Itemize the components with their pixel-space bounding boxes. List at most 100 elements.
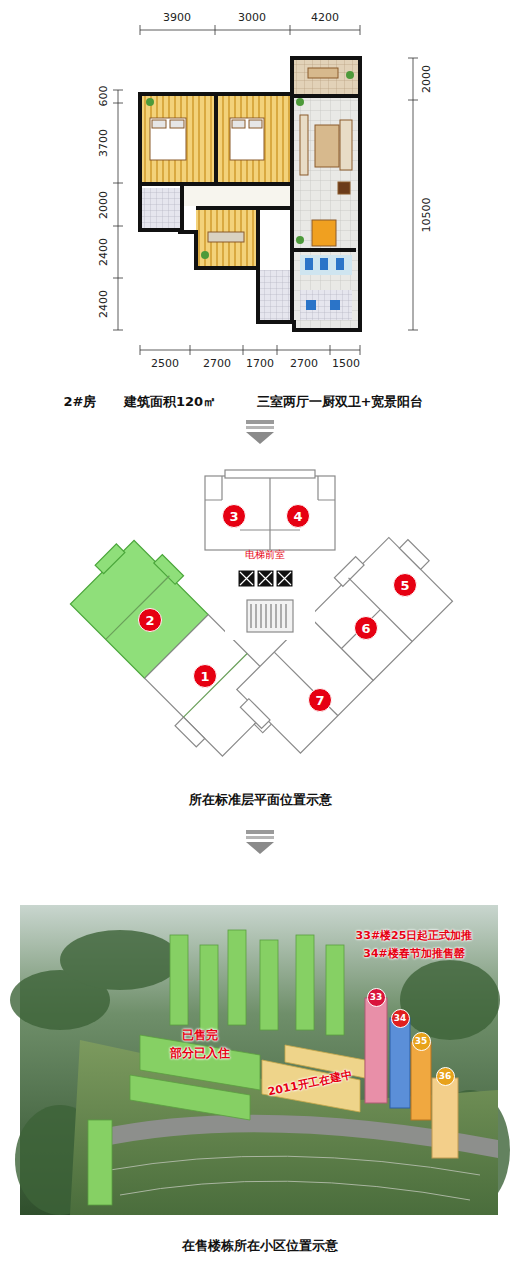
unit-number: 6	[354, 616, 378, 640]
floor-plan	[315, 125, 339, 167]
dimension-label: 2400	[98, 290, 111, 318]
number-text: 1	[200, 670, 209, 683]
unit-number: 2	[138, 608, 162, 632]
floor-layout	[205, 476, 335, 550]
floor-layout	[238, 570, 293, 587]
down-chevron	[246, 836, 274, 839]
number-text: 36	[439, 1072, 452, 1081]
floor-plan	[336, 258, 344, 270]
floor-layout	[399, 540, 429, 570]
unit-number: 5	[393, 573, 417, 597]
lobby-label: 电梯前室	[245, 549, 285, 561]
floor-plan	[142, 188, 180, 230]
building-number: 34	[391, 1009, 410, 1028]
aerial-rendering	[200, 945, 218, 1030]
floor-layout	[95, 544, 125, 574]
floor-layout	[223, 522, 461, 760]
aerial-rendering	[285, 1045, 365, 1078]
aerial-rendering	[296, 935, 314, 1030]
floor-layout	[225, 555, 315, 640]
caption-text: 在售楼栋所在小区位置示意	[182, 1239, 338, 1254]
floor-layout	[240, 572, 291, 585]
dimension-label: 1500	[332, 358, 360, 371]
aerial-rendering	[432, 1078, 458, 1158]
aerial-rendering	[70, 1040, 498, 1215]
floor-plan	[300, 115, 308, 175]
floor-plan	[312, 220, 336, 246]
caption-text: 所在标准层平面位置示意	[189, 793, 332, 808]
floor-plan	[296, 236, 304, 244]
floor-plan	[140, 94, 292, 322]
aerial-rendering	[365, 998, 387, 1103]
aerial-rendering	[130, 1075, 250, 1120]
floor-plan	[170, 120, 184, 128]
number-text: 2	[145, 614, 154, 627]
floor-layout	[310, 538, 453, 681]
area-label: 建筑面积120㎡	[124, 395, 216, 410]
floor-plan	[152, 120, 166, 128]
number-text: 7	[315, 694, 324, 707]
floor-plan	[230, 118, 264, 160]
dimension-label: 2000	[421, 65, 434, 93]
down-chevron	[246, 420, 274, 424]
floor-layout	[240, 572, 291, 585]
aerial-rendering	[10, 930, 510, 1215]
floor-plan	[142, 96, 214, 182]
unit-number: 1	[193, 664, 217, 688]
unit-number: 4	[286, 504, 310, 528]
floor-plan	[294, 96, 358, 328]
aerial-rendering	[20, 905, 498, 1215]
down-chevron	[246, 842, 274, 854]
floor-layout	[225, 470, 315, 478]
floor-plan	[346, 71, 354, 79]
down-chevron	[246, 432, 274, 444]
status-note: 2011开工在建中	[267, 1069, 353, 1099]
floor-plan	[150, 118, 186, 160]
floor-plan	[305, 258, 344, 310]
floor-layout	[205, 476, 335, 550]
floor-plan	[330, 300, 340, 310]
status-note: 已售完	[182, 1029, 218, 1043]
down-chevron	[246, 830, 274, 854]
aerial-rendering	[60, 930, 180, 990]
unit-number: 7	[308, 688, 332, 712]
number-text: 3	[229, 510, 238, 523]
aerial-rendering	[88, 930, 344, 1205]
floor-plan	[305, 258, 313, 270]
dimension-label: 600	[98, 86, 111, 107]
aerial-rendering	[228, 930, 246, 1025]
dimension-label: 2000	[98, 191, 111, 219]
floor-plan	[140, 58, 360, 330]
number-text: 34	[394, 1014, 407, 1023]
unit-number: 3	[222, 504, 246, 528]
dimension-label: 1700	[246, 358, 274, 371]
floor-plan	[196, 210, 258, 266]
layout-label: 三室两厅一厨双卫+宽景阳台	[257, 395, 424, 410]
floor-plan	[294, 60, 358, 94]
floor-layout	[175, 717, 205, 747]
aerial-rendering	[10, 905, 510, 1215]
floor-plan	[232, 120, 245, 128]
floor-plan	[320, 258, 328, 270]
aerial-rendering	[326, 945, 344, 1035]
number-text: 6	[361, 622, 370, 635]
building-number: 33	[367, 988, 386, 1007]
dimension-label: 10500	[421, 198, 434, 233]
dimension-label: 2500	[151, 358, 179, 371]
floor-plan	[338, 182, 350, 194]
floor-layout	[247, 600, 293, 632]
aerial-rendering	[110, 1156, 480, 1200]
aerial-rendering	[170, 935, 188, 1025]
floor-layout	[240, 699, 270, 729]
floor-plan	[258, 270, 292, 324]
status-note: 部分已入住	[170, 1047, 230, 1061]
building-number: 36	[436, 1067, 455, 1086]
dimension-label: 2400	[98, 238, 111, 266]
number-text: 33	[370, 993, 383, 1002]
floor-layout	[251, 604, 286, 628]
floor-plan	[218, 96, 290, 182]
dimension-label: 3700	[98, 129, 111, 157]
number-text: 5	[400, 579, 409, 592]
floor-plan	[308, 68, 338, 78]
floor-plan	[208, 232, 244, 242]
